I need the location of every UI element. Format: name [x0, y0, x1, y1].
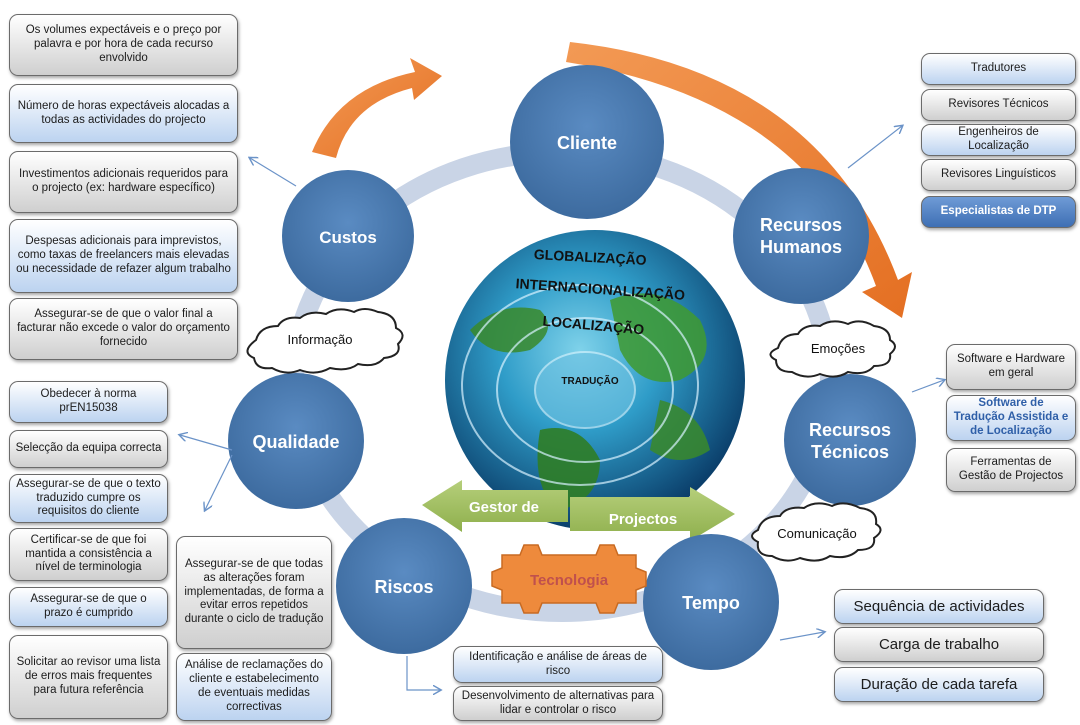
riscos-item-4: Desenvolvimento de alternativas para lid…	[453, 686, 663, 721]
arrow-rh	[847, 126, 902, 169]
rh-item-4: Revisores Linguísticos	[921, 159, 1076, 191]
node-rh-line2: Humanos	[760, 237, 842, 257]
orange-arrow-left	[312, 58, 442, 158]
arrow-qualidade	[205, 454, 233, 510]
arrow-custos	[250, 158, 297, 187]
custos-item-3: Investimentos adicionais requeridos para…	[9, 151, 238, 213]
rh-item-3: Engenheiros de Localização	[921, 124, 1076, 156]
tempo-item-2: Carga de trabalho	[834, 627, 1044, 662]
custos-item-2: Número de horas expectáveis alocadas a t…	[9, 84, 238, 143]
node-custos-label: Custos	[319, 228, 377, 247]
custos-item-5: Assegurar-se de que o valor final a fact…	[9, 298, 238, 360]
rt-item-2: Software de Tradução Assistida e de Loca…	[946, 395, 1076, 441]
node-rt-line1: Recursos	[809, 420, 891, 440]
green-arrow-right	[570, 487, 735, 541]
node-riscos: Riscos	[336, 518, 472, 654]
tecnologia-gear	[491, 544, 647, 614]
cloud-emocoes: Emoções	[769, 320, 896, 378]
node-custos: Custos	[282, 170, 414, 302]
cloud-comunicacao: Comunicação	[751, 502, 882, 562]
qualidade-item-1: Obedecer à norma prEN15038	[9, 381, 168, 423]
arrow-qualidade-2	[180, 435, 233, 451]
node-cliente: Cliente	[510, 65, 664, 219]
tempo-item-3: Duração de cada tarefa	[834, 667, 1044, 702]
globe-globalizacao: GLOBALIZAÇÃO	[534, 245, 648, 268]
custos-item-1: Os volumes expectáveis e o preço por pal…	[9, 14, 238, 76]
orange-arrow-right	[566, 42, 912, 318]
projectos-label: Projectos	[609, 511, 677, 528]
tempo-item-1: Sequência de actividades	[834, 589, 1044, 624]
tecnologia-label: Tecnologia	[530, 572, 609, 589]
cloud-comunicacao-label: Comunicação	[777, 526, 857, 541]
node-rh-line1: Recursos	[760, 215, 842, 235]
arrow-tempo	[779, 632, 824, 641]
node-tempo: Tempo	[643, 534, 779, 670]
green-arrow-left	[422, 480, 568, 532]
arrow-riscos	[406, 656, 440, 690]
node-riscos-label: Riscos	[374, 577, 433, 597]
riscos-item-1: Assegurar-se de que todas as alterações …	[176, 536, 332, 649]
rh-item-1: Tradutores	[921, 53, 1076, 85]
riscos-item-2: Análise de reclamações do cliente e esta…	[176, 653, 332, 721]
qualidade-item-4: Certificar-se de que foi mantida a consi…	[9, 528, 168, 581]
cloud-informacao: Informação	[246, 308, 404, 374]
gestor-label: Gestor de	[469, 499, 539, 516]
node-recursos-humanos: Recursos Humanos	[733, 168, 869, 304]
rt-item-1: Software e Hardware em geral	[946, 344, 1076, 390]
qualidade-item-3: Assegurar-se de que o texto traduzido cu…	[9, 474, 168, 523]
cloud-informacao-label: Informação	[287, 332, 352, 347]
node-recursos-tecnicos: Recursos Técnicos	[784, 374, 916, 506]
globe-traducao: TRADUÇÃO	[561, 374, 618, 387]
node-cliente-label: Cliente	[557, 133, 617, 153]
globe	[445, 230, 745, 530]
rt-item-3: Ferramentas de Gestão de Projectos	[946, 448, 1076, 492]
qualidade-item-2: Selecção da equipa correcta	[9, 430, 168, 468]
node-qualidade-label: Qualidade	[252, 432, 339, 452]
riscos-item-3: Identificação e análise de áreas de risc…	[453, 646, 663, 683]
node-rt-line2: Técnicos	[811, 442, 889, 462]
qualidade-item-6: Solicitar ao revisor uma lista de erros …	[9, 635, 168, 719]
node-tempo-label: Tempo	[682, 593, 740, 613]
custos-item-4: Despesas adicionais para imprevistos, co…	[9, 219, 238, 293]
qualidade-item-5: Assegurar-se de que o prazo é cumprido	[9, 587, 168, 627]
rh-item-5: Especialistas de DTP	[921, 196, 1076, 228]
cloud-emocoes-label: Emoções	[811, 341, 866, 356]
rh-item-2: Revisores Técnicos	[921, 89, 1076, 121]
node-qualidade: Qualidade	[228, 373, 364, 509]
arrow-rt	[911, 380, 944, 393]
